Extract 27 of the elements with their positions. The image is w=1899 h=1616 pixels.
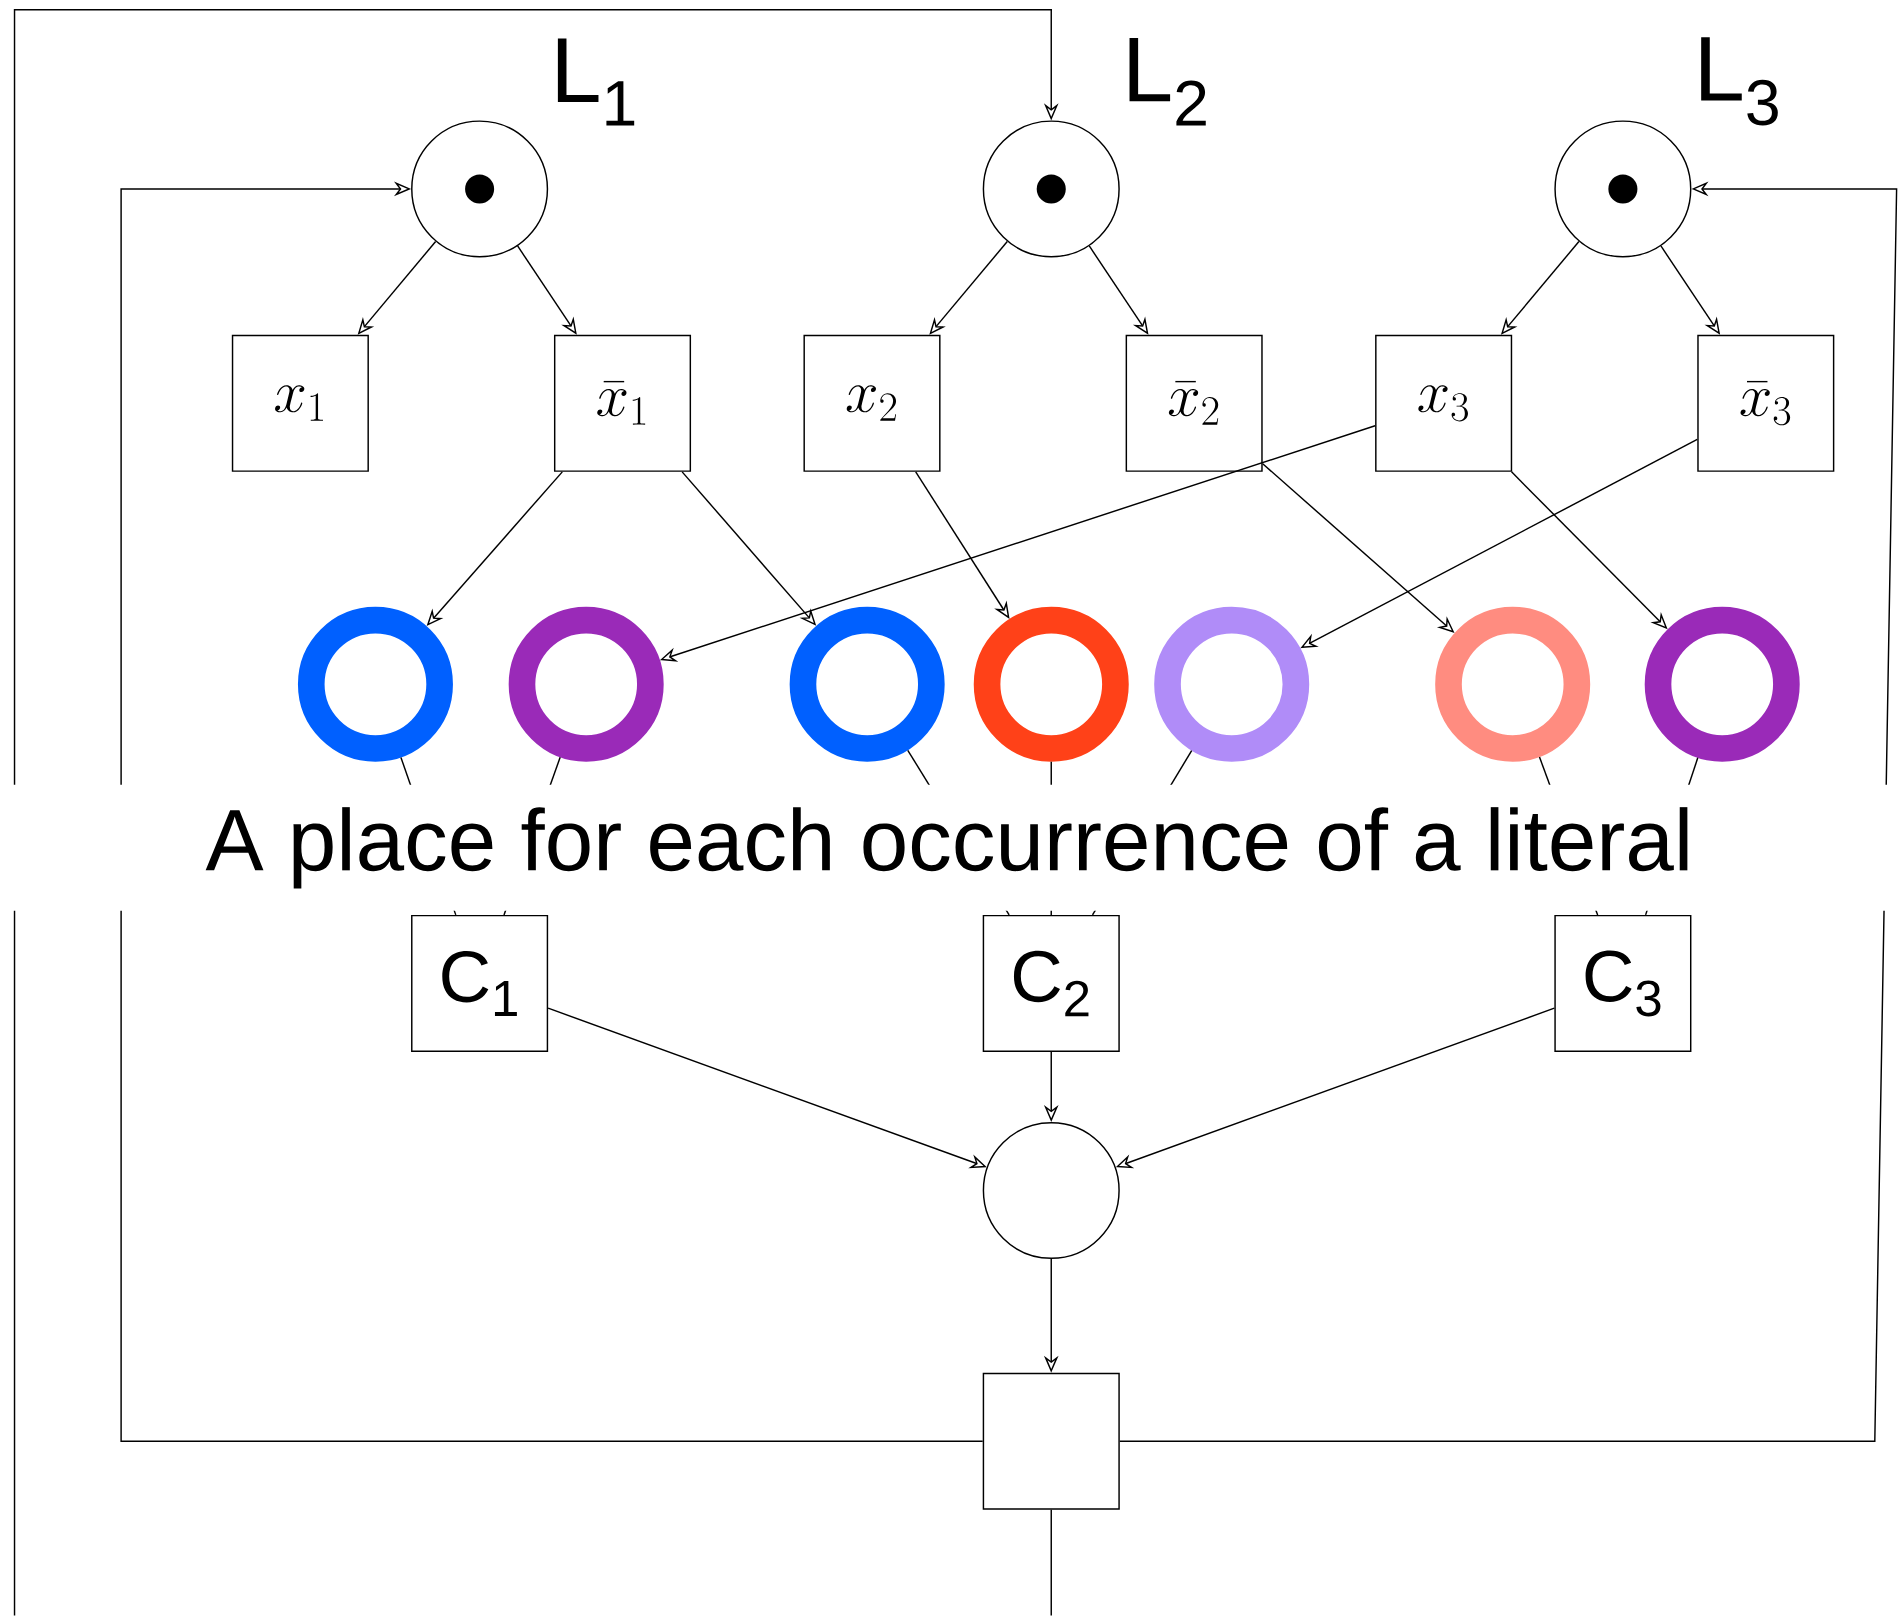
- transition-box: $x_2$: [803, 334, 941, 473]
- ring-circle: [1435, 606, 1591, 762]
- arc-arrow: [13, 9, 1059, 1616]
- place-circle: [982, 1122, 1120, 1260]
- arc-arrow: [120, 181, 984, 1443]
- ring-circle: [1644, 606, 1800, 762]
- banner-caption: A place for each occurrence of a literal: [0, 785, 1899, 911]
- transition-box: C$_{3}$: [1554, 915, 1692, 1053]
- transition-box: $\bar{x}_3$: [1697, 334, 1835, 473]
- ring-circle: [508, 606, 664, 762]
- transition-box: $x_1$: [231, 334, 369, 473]
- transition-box: C$_{2}$: [982, 915, 1120, 1053]
- node-label: L$_{3}$: [1701, 37, 1778, 126]
- ring-circle: [789, 606, 945, 762]
- ring-circle: [973, 606, 1129, 762]
- node-label: L$_{1}$: [557, 38, 635, 126]
- arc-arrow: [929, 240, 1008, 335]
- transition-box: [982, 1372, 1120, 1510]
- transition-box: $\bar{x}_1$: [553, 334, 692, 473]
- transition-box: $\bar{x}_2$: [1125, 334, 1263, 473]
- transition-box: $x_3$: [1375, 334, 1513, 473]
- transition-box: C$_{1}$: [411, 915, 549, 1053]
- ring-circle: [1154, 606, 1310, 762]
- arc-arrow: [516, 245, 577, 335]
- ring-circle: [297, 606, 453, 762]
- node-label: L$_{2}$: [1129, 38, 1206, 126]
- arc-arrow: [1088, 245, 1149, 335]
